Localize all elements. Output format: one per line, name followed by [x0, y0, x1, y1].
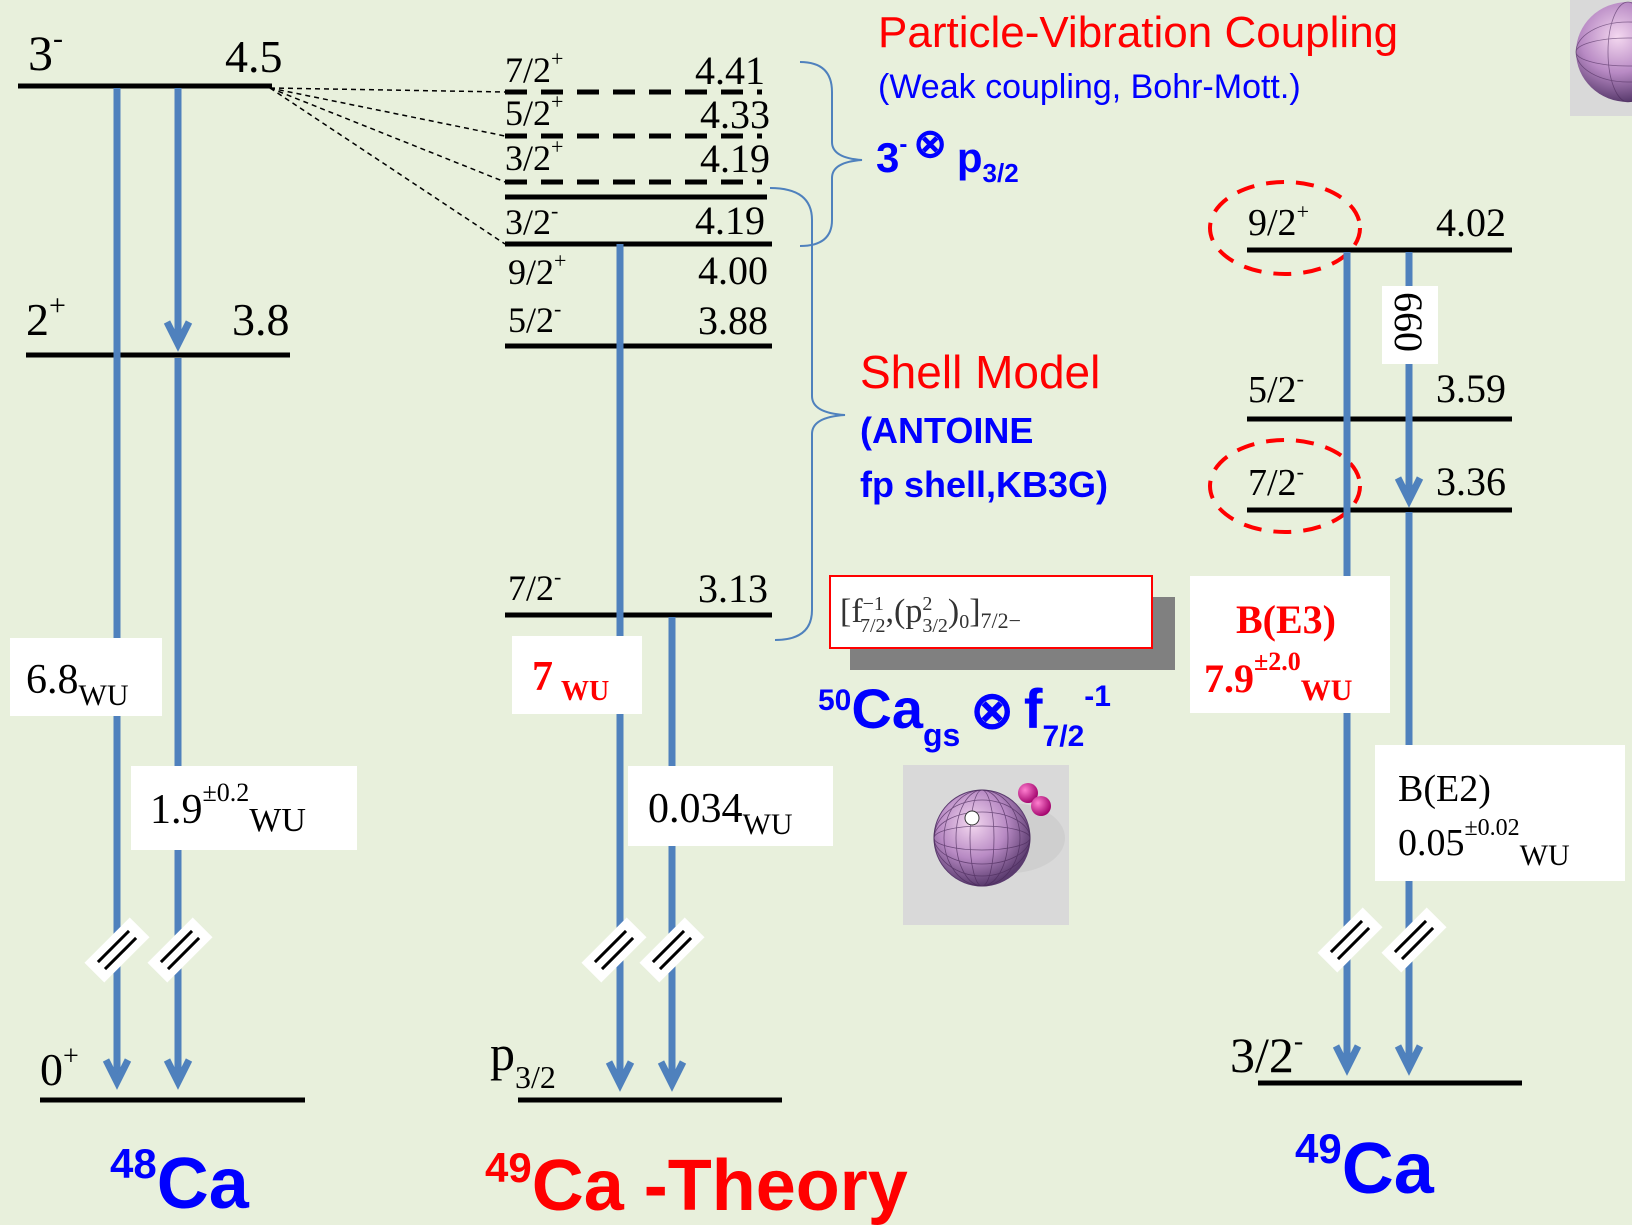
ca48-level-2-energy: 3.8: [232, 294, 290, 345]
theory-label-6-energy: 3.88: [698, 298, 768, 343]
theory-label-1-energy: 4.41: [695, 48, 765, 93]
theory-label-5-energy: 4.00: [698, 248, 768, 293]
shell-title: Shell Model: [860, 346, 1100, 398]
ca49-scheme: 9/2+ 4.02 5/2- 3.59 7/2- 3.36 3/2- 660 B…: [1190, 182, 1625, 1209]
ca48-ground-spin: 0+: [40, 1041, 79, 1095]
theory-label-3-spin: 3/2+: [505, 134, 563, 178]
theory-label-7-spin: 7/2-: [508, 564, 561, 608]
ca49-be3-label: B(E3): [1236, 597, 1336, 642]
ca48-level-3-spin: 3-: [28, 22, 63, 81]
nucleus-illustration: [903, 765, 1069, 925]
pvc-title: Particle-Vibration Coupling: [878, 8, 1398, 57]
theory-title: 49Ca -Theory: [485, 1144, 908, 1225]
shell-line-1: (ANTOINE: [860, 410, 1033, 451]
ca49-ground-spin: 3/2-: [1230, 1026, 1303, 1083]
pvc-coupling: 3-⊗p3/2: [876, 122, 1019, 188]
theory-ground-label: p3/2: [490, 1025, 556, 1095]
ca48-scheme: 3- 4.5 2+ 3.8 0+ 6.8WU 1.9±0.2WU 48Ca: [10, 22, 357, 1224]
theory-label-7-energy: 3.13: [698, 566, 768, 611]
shell-line-2: fp shell,KB3G): [860, 464, 1108, 505]
ca49-be2-label: B(E2): [1398, 768, 1491, 810]
theory-break-mark-1: [581, 917, 646, 982]
ca49-level-2-energy: 3.59: [1436, 366, 1506, 411]
coupling-dotted-lines: [270, 88, 505, 244]
ca49-title: 49Ca: [1295, 1125, 1435, 1209]
gs-coupling: 50Cags⊗f7/2-1: [818, 677, 1111, 753]
ca48-level-2-spin: 2+: [26, 289, 66, 345]
shell-model-brace: [770, 188, 845, 640]
ca49-gamma-energy: 660: [1386, 292, 1431, 352]
ca49-level-2-spin: 5/2-: [1248, 366, 1304, 411]
ca49-level-1-spin: 9/2+: [1248, 199, 1309, 244]
theory-label-2-energy: 4.33: [700, 92, 770, 137]
corner-nucleus-image: [1570, 0, 1632, 116]
ca48-level-3-energy: 4.5: [225, 31, 283, 82]
ca49-level-3-spin: 7/2-: [1248, 459, 1304, 504]
theory-label-4-energy: 4.19: [695, 198, 765, 243]
ca49-level-1-energy: 4.02: [1436, 200, 1506, 245]
theory-label-6-spin: 5/2-: [508, 296, 561, 340]
ca48-title: 48Ca: [110, 1140, 250, 1224]
ca49-level-3-energy: 3.36: [1436, 459, 1506, 504]
theory-label-5-spin: 9/2+: [508, 248, 566, 292]
theory-label-2-spin: 5/2+: [505, 89, 563, 133]
theory-label-3-energy: 4.19: [700, 136, 770, 181]
theory-label-4-spin: 3/2-: [505, 198, 558, 242]
theory-label-1-spin: 7/2+: [505, 46, 563, 90]
pvc-subtitle: (Weak coupling, Bohr-Mott.): [878, 68, 1301, 106]
ca49-break-mark-2: [1381, 907, 1446, 972]
pvc-brace: [800, 62, 862, 246]
